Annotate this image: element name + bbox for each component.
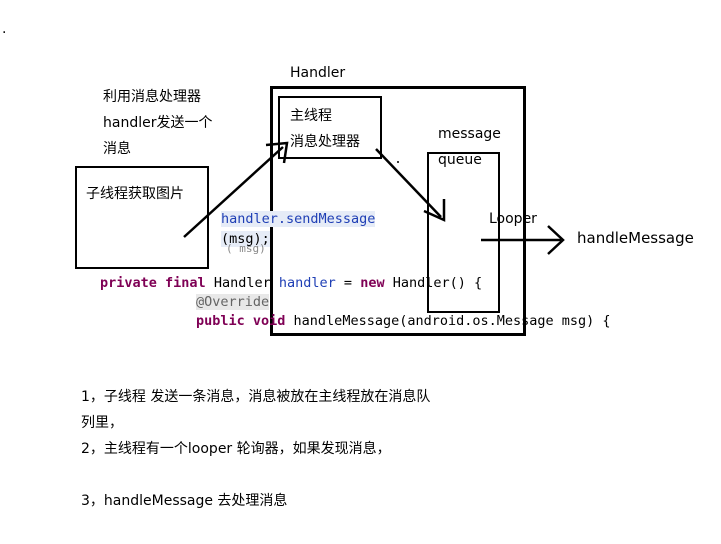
message-handler-label: 消息处理器 <box>290 134 360 150</box>
note-line-1: 利用消息处理器 <box>103 89 201 105</box>
code-public-void: public void <box>196 313 286 329</box>
stray-dot <box>397 161 399 163</box>
send-code-ghost: ( msg) <box>226 242 266 255</box>
step-line-1: 1，子线程 发送一条消息，消息被放在主线程放在消息队 <box>81 389 431 405</box>
step-line-3: 2，主线程有一个looper 轮询器，如果发现消息， <box>81 441 391 457</box>
code-line-3: public void handleMessage(android.os.Mes… <box>196 312 611 330</box>
child-thread-box <box>75 166 209 269</box>
code-modifiers: private final <box>100 275 206 291</box>
handle-message-label: handleMessage <box>577 229 694 247</box>
note-line-2: handler发送一个 <box>103 115 213 131</box>
message-queue-box <box>427 152 500 313</box>
step-line-4: 3，handleMessage 去处理消息 <box>81 493 288 509</box>
arrow-child-to-main-head <box>265 141 289 164</box>
note-line-3: 消息 <box>103 141 131 157</box>
code-line-2: @Override <box>196 293 270 311</box>
handler-title: Handler <box>290 65 346 81</box>
corner-mark: . <box>2 21 7 37</box>
main-thread-box <box>278 96 382 159</box>
code-var: handler <box>278 275 336 291</box>
code-eq: = <box>343 275 353 291</box>
step-line-2: 列里， <box>81 415 123 431</box>
send-code-args: (msg); <box>221 231 270 247</box>
arrow-main-to-queue <box>375 148 442 218</box>
looper-label: Looper <box>489 211 537 227</box>
code-signature: handleMessage(android.os.Message msg) { <box>293 313 611 329</box>
code-type: Handler <box>213 275 271 291</box>
code-line-1: private final Handler handler = new Hand… <box>100 274 482 292</box>
code-ctor: Handler() { <box>392 275 483 291</box>
arrow-main-to-queue-head <box>423 199 446 222</box>
send-code-text: handler.sendMessage <box>221 211 376 227</box>
send-code-line-2: (msg); <box>221 230 270 248</box>
main-thread-label: 主线程 <box>290 108 332 124</box>
send-code-line-1: handler.sendMessage <box>221 210 376 228</box>
message-queue-label-2: queue <box>438 152 482 168</box>
arrow-looper-to-handle-head <box>547 225 565 255</box>
code-override: @Override <box>196 294 270 310</box>
child-thread-label: 子线程获取图片 <box>86 186 184 202</box>
arrow-child-to-main <box>183 146 284 238</box>
code-new: new <box>360 275 385 291</box>
message-queue-label-1: message <box>438 126 501 142</box>
